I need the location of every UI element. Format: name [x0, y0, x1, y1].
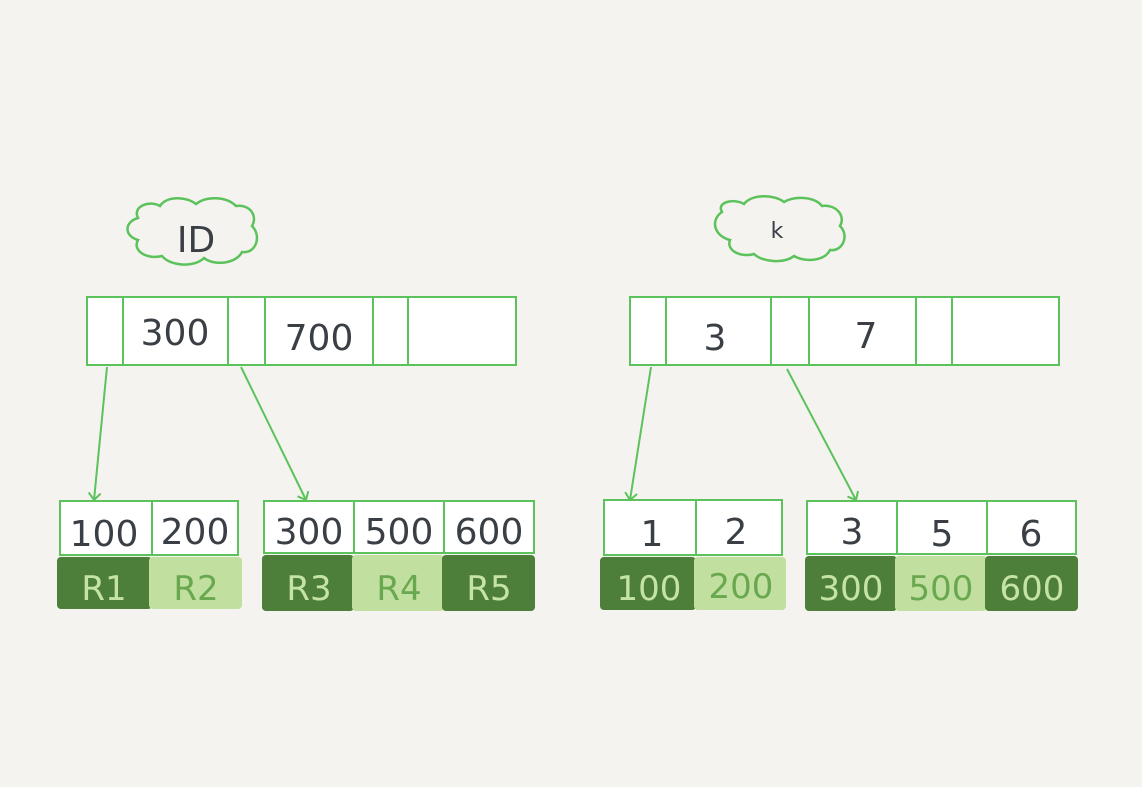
- leaf-node-k-2: 3 5 6 300 500 600: [805, 500, 1078, 611]
- leaf-key-cell: [986, 500, 1077, 555]
- root-pointer-cell: [629, 296, 667, 366]
- leaf-node-id-1: 100 200 R1 R2: [57, 500, 242, 609]
- tree-label-k: k: [771, 219, 784, 244]
- root-pointer-cell: [372, 296, 409, 366]
- leaf-value: 500: [909, 569, 974, 609]
- leaf-key: 1: [641, 514, 664, 555]
- root-key: 7: [855, 316, 878, 357]
- leaf-key-cell: [695, 499, 783, 556]
- leaf-key: 6: [1020, 514, 1043, 555]
- root-empty-cell: [407, 296, 517, 366]
- tree-label-id: ID: [177, 220, 215, 261]
- leaf-key: 2: [725, 512, 748, 553]
- leaf-key: 3: [841, 512, 864, 553]
- leaf-key-cell: [603, 499, 697, 556]
- pointer-arrow: [786, 368, 860, 502]
- leaf-value: R2: [173, 569, 218, 609]
- root-node-id: 300 700: [86, 296, 517, 366]
- leaf-node-id-2: 300 500 600 R3 R4 R5: [262, 500, 535, 611]
- leaf-key-cell: [443, 500, 535, 554]
- tree-k: k 3 7 1 2 100 200 3 5: [600, 195, 1078, 611]
- leaf-key: 5: [931, 514, 954, 555]
- root-empty-cell: [951, 296, 1060, 366]
- root-key-cell: [808, 296, 917, 366]
- leaf-value: R3: [286, 569, 331, 609]
- leaf-key-cell: [896, 500, 988, 555]
- tree-id: ID 300 700 100 200 R1 R2 300: [57, 197, 535, 611]
- leaf-value-cell-light: [352, 555, 444, 611]
- leaf-node-k-1: 1 2 100 200: [600, 499, 786, 610]
- leaf-key: 100: [70, 514, 139, 555]
- leaf-key-cell: [59, 500, 153, 556]
- root-node-k: 3 7: [629, 296, 1060, 366]
- cloud-label-k: [713, 195, 846, 263]
- leaf-value: R4: [376, 569, 421, 609]
- leaf-value-cell-dark: [985, 556, 1078, 611]
- root-key-cell: [264, 296, 374, 366]
- cloud-label-id: [126, 197, 259, 266]
- pointer-arrow: [624, 366, 652, 502]
- leaf-value-cell-dark: [805, 556, 897, 611]
- root-pointer-cell: [770, 296, 810, 366]
- leaf-value: 300: [819, 569, 884, 609]
- pointer-arrow: [240, 366, 310, 502]
- leaf-key-cell: [263, 500, 355, 554]
- root-key: 700: [285, 318, 354, 359]
- leaf-key: 600: [455, 512, 524, 553]
- leaf-value: R5: [466, 569, 511, 609]
- leaf-value-cell-dark: [442, 555, 535, 611]
- leaf-key-cell: [151, 500, 239, 556]
- root-pointer-cell: [227, 296, 266, 366]
- leaf-key: 200: [161, 512, 230, 553]
- root-pointer-cell: [86, 296, 124, 366]
- root-key: 300: [141, 313, 210, 354]
- root-pointer-cell: [915, 296, 953, 366]
- leaf-value: 100: [617, 569, 682, 609]
- leaf-value: R1: [81, 569, 126, 609]
- leaf-value-cell-light: [895, 556, 987, 611]
- pointer-arrow: [87, 366, 108, 502]
- leaf-value-cell-dark: [262, 555, 354, 611]
- leaf-key-cell: [353, 500, 445, 554]
- leaf-value: 600: [1000, 569, 1065, 609]
- leaf-value: 200: [709, 567, 774, 607]
- leaf-value-cell-dark: [600, 557, 696, 610]
- leaf-key: 500: [365, 512, 434, 553]
- root-key-cell: [665, 296, 772, 366]
- leaf-key: 300: [275, 512, 344, 553]
- leaf-value-cell-light: [149, 557, 242, 609]
- root-key: 3: [704, 318, 727, 359]
- leaf-value-cell-light: [694, 557, 786, 610]
- leaf-value-cell-dark: [57, 557, 152, 609]
